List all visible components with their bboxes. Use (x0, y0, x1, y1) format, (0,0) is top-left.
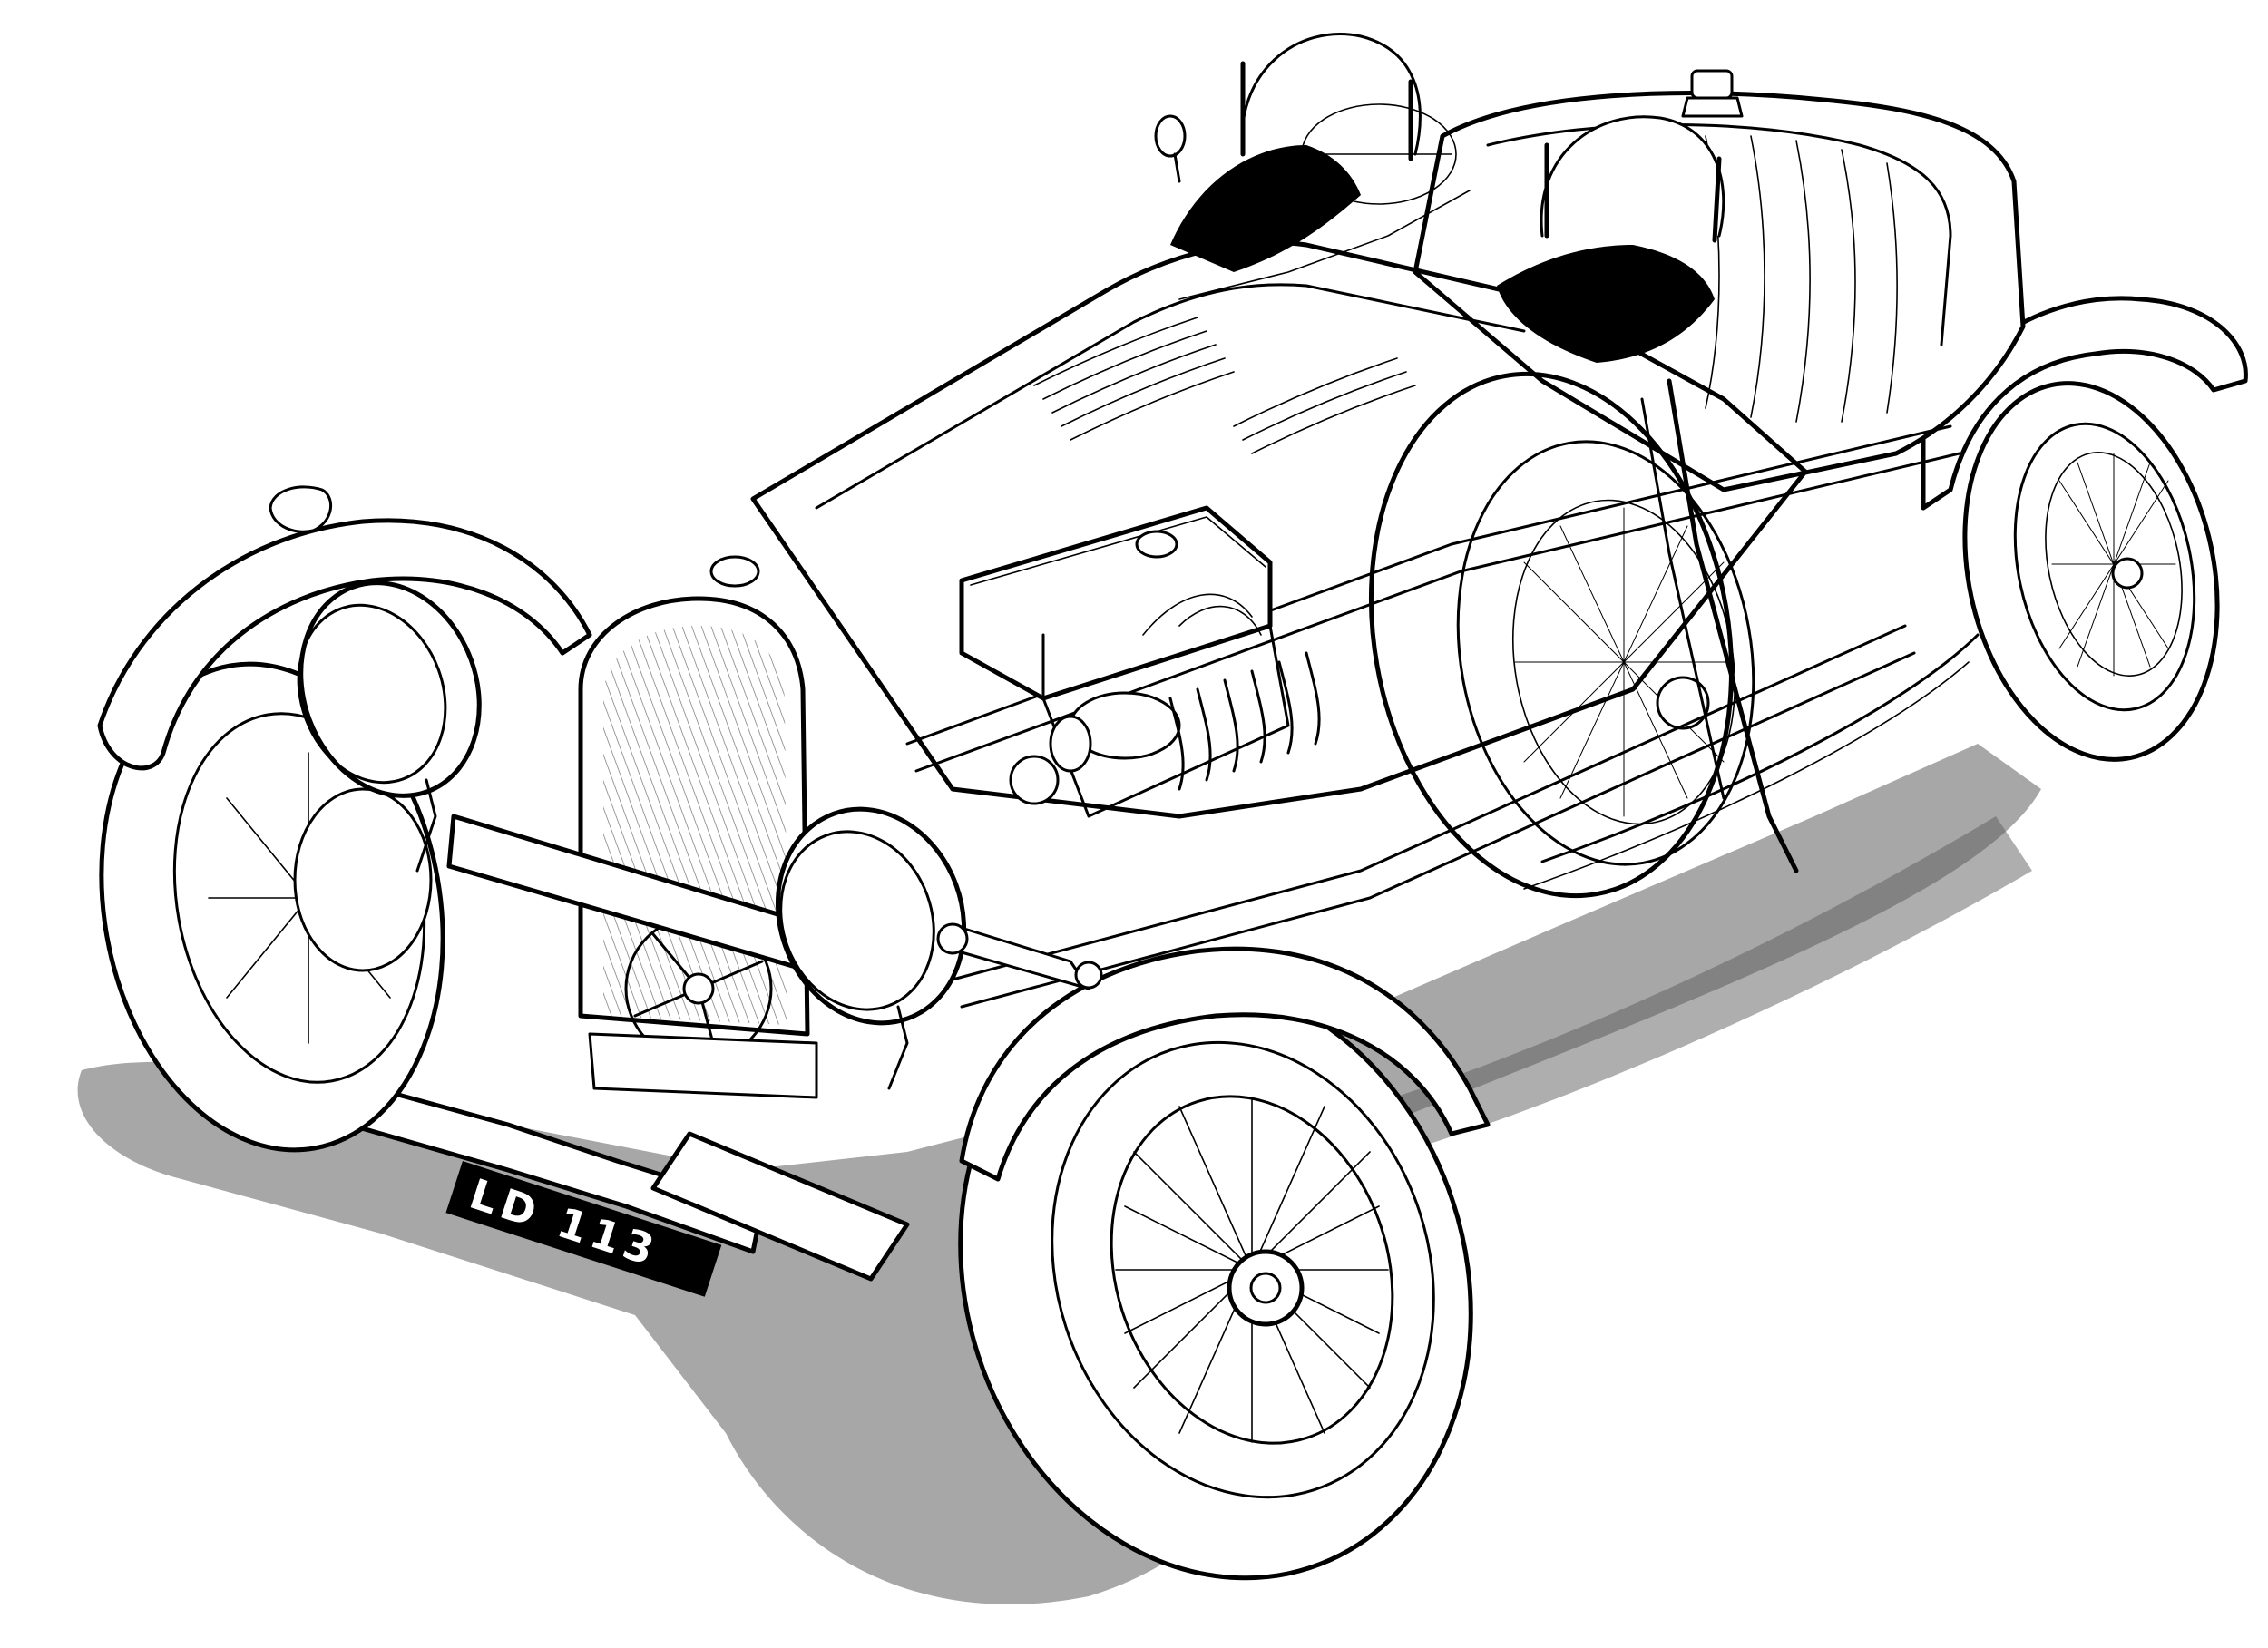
radiator-cowl (578, 596, 810, 1037)
radiator (578, 555, 818, 1099)
right-cockpit-opening (1497, 245, 1715, 363)
cockpit (1154, 33, 1725, 363)
rear-right-wheel (1962, 381, 2220, 762)
exhaust-manifold (1168, 651, 1321, 791)
spare-wheel-spokes (1514, 507, 1734, 817)
right-headlamp (775, 806, 967, 1090)
front-left-wheel (99, 661, 445, 1153)
right-aero-screen (1540, 115, 1725, 238)
engine (959, 505, 1321, 818)
distributor-icon (1009, 755, 1060, 805)
steering-wheel (1301, 103, 1457, 205)
front-cross-member (306, 814, 910, 1282)
fuel-filler-cap-icon (1690, 69, 1734, 100)
left-headlamp (297, 580, 482, 873)
radiator-cap-icon (709, 555, 760, 588)
left-cockpit-opening (1170, 145, 1361, 272)
front-right-wheel (958, 977, 1473, 1581)
spare-wheel-hub-icon (1656, 676, 1710, 730)
sidelamp-icon (269, 485, 333, 533)
steering-linkage (936, 922, 1103, 990)
left-aero-screen (1240, 33, 1422, 156)
front-left-brake-drum (293, 787, 433, 972)
bonnet-louvers (1033, 317, 1416, 454)
rear-right-hub-icon (2111, 557, 2144, 590)
rocker-cover (959, 505, 1273, 701)
oil-filler-cap-icon (1135, 530, 1178, 559)
front-left-fender (97, 518, 592, 771)
mirror-icon (1154, 114, 1187, 158)
rear-right-spokes (2051, 453, 2176, 677)
